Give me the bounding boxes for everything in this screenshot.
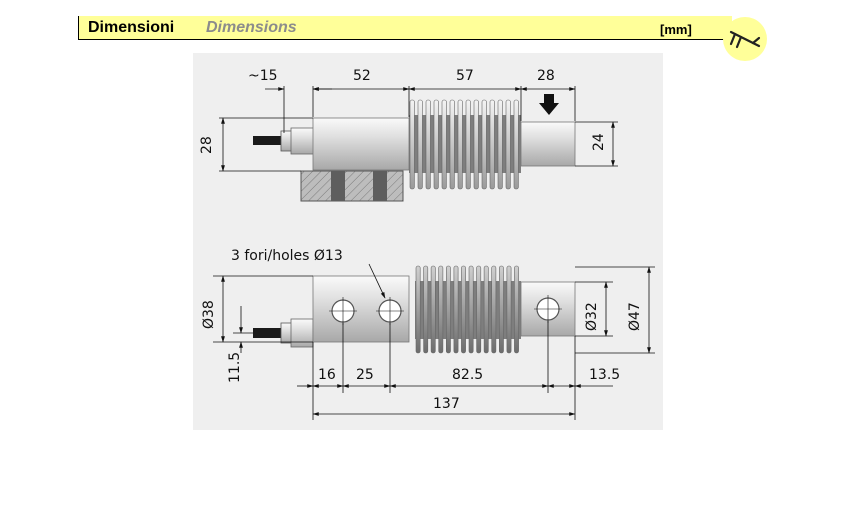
bellows-bottom — [415, 265, 521, 354]
bellows-fin — [489, 99, 495, 190]
technical-drawing: ~15 52 57 28 28 24 3 fori/holes Ø13 — [193, 53, 663, 430]
dim-span: 82.5 — [452, 367, 483, 383]
dim-bellows: 57 — [456, 68, 474, 84]
bellows-fin — [513, 99, 519, 190]
unit-label: [mm] — [660, 22, 692, 37]
bellows-fin — [409, 99, 415, 190]
dim-body-diam: Ø38 — [201, 300, 217, 329]
bellows-fin — [498, 265, 504, 354]
bellows-fin — [481, 99, 487, 190]
holes-label: 3 fori/holes Ø13 — [231, 248, 343, 264]
bellows-fin — [415, 265, 421, 354]
bellows-fin — [506, 265, 512, 354]
dim-hole-2: 25 — [356, 367, 374, 383]
dim-outer-diam: Ø47 — [627, 302, 643, 331]
dim-height: 28 — [199, 136, 215, 154]
bottom-view: 3 fori/holes Ø13 Ø38 11.5 Ø32 Ø47 16 25 … — [201, 248, 655, 420]
dim-total: 137 — [433, 396, 460, 412]
bellows-fin — [453, 265, 459, 354]
dim-cable: ~15 — [248, 68, 278, 84]
dim-end: 28 — [537, 68, 555, 84]
title-english: Dimensions — [206, 19, 297, 36]
bellows-fin — [417, 99, 423, 190]
bellows-fin — [433, 99, 439, 190]
bellows-fin — [491, 265, 497, 354]
bellows-fin — [446, 265, 451, 354]
bellows-fin — [457, 99, 463, 190]
bellows-fin — [468, 265, 474, 354]
bellows-fin — [465, 99, 471, 190]
dim-hole-1: 16 — [318, 367, 336, 383]
header-bar: Dimensioni Dimensions [mm] — [78, 16, 732, 40]
dim-cable-offset: 11.5 — [227, 352, 243, 383]
bellows-fin — [505, 99, 511, 190]
bellows-fin — [497, 99, 503, 190]
bellows-fin — [423, 265, 429, 354]
bellows-fin — [425, 99, 431, 190]
bellows-fin — [473, 99, 479, 190]
dim-hole-diam: Ø32 — [584, 302, 600, 331]
bellows-fin — [514, 265, 519, 354]
dim-end-offset: 13.5 — [589, 367, 620, 383]
bellows-fin — [461, 265, 466, 354]
title-italian: Dimensioni — [88, 19, 175, 36]
bellows-fin — [476, 265, 482, 354]
bellows-top — [409, 99, 521, 190]
caliper-icon — [723, 17, 767, 61]
bellows-fin — [441, 99, 447, 190]
dim-body: 52 — [353, 68, 371, 84]
header-left-border — [78, 16, 79, 40]
bellows-fin — [483, 265, 489, 354]
top-view: ~15 52 57 28 28 24 — [199, 68, 618, 202]
bellows-fin — [430, 265, 436, 354]
bellows-fin — [438, 265, 444, 354]
bellows-fin — [449, 99, 455, 190]
dim-end-height: 24 — [591, 133, 607, 151]
